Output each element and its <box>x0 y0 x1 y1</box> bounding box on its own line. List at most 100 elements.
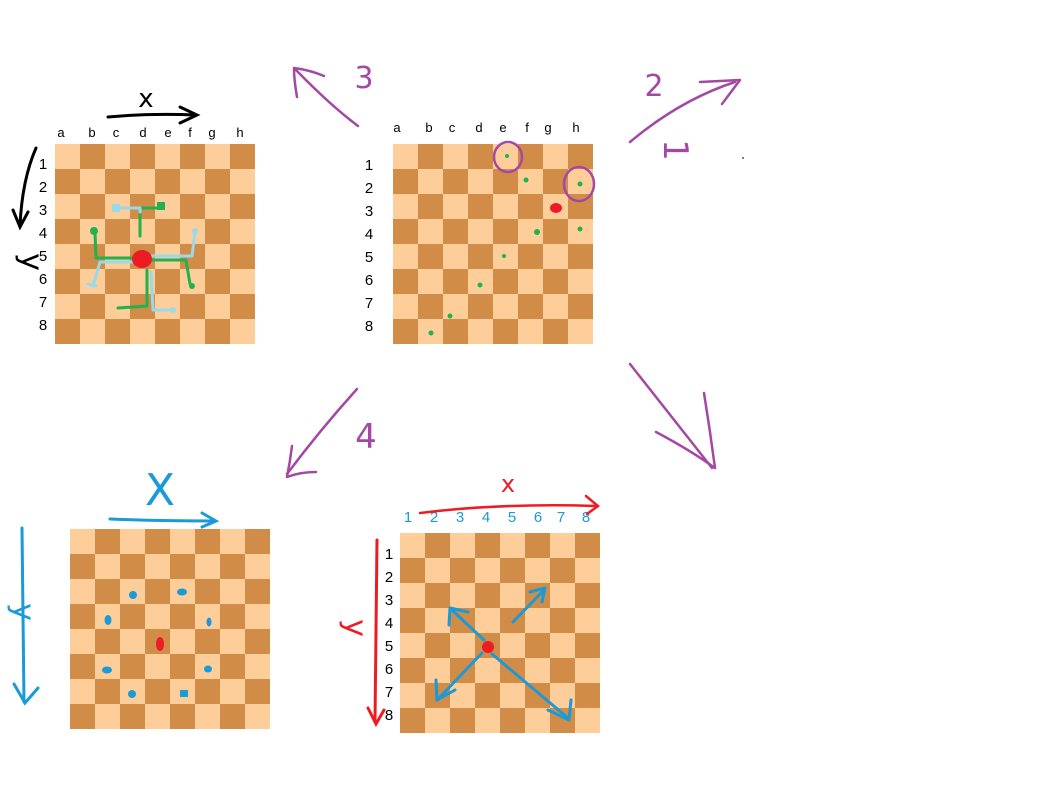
board-square <box>120 529 145 554</box>
origin-piece-marker <box>550 203 562 213</box>
board-square <box>245 629 270 654</box>
board-square <box>80 269 105 294</box>
rank-label: 3 <box>39 202 47 219</box>
file-label: f <box>525 120 529 135</box>
top-right-file-labels: a b c d e f g h <box>393 120 579 135</box>
board-square <box>493 269 518 294</box>
board-square <box>145 579 170 604</box>
file-label: f <box>188 125 192 140</box>
board-square <box>180 269 205 294</box>
rank-label: 6 <box>39 271 47 288</box>
board-square <box>500 708 525 733</box>
bottom-left-axes: X y <box>6 465 220 706</box>
board-square <box>245 654 270 679</box>
board-square <box>475 583 500 608</box>
board-square <box>500 633 525 658</box>
board-square <box>518 169 543 194</box>
board-square <box>105 144 130 169</box>
board-square <box>568 319 593 344</box>
y-axis-label: y <box>6 603 41 621</box>
board-square <box>180 144 205 169</box>
board-square <box>55 269 80 294</box>
board-square <box>525 633 550 658</box>
board-square <box>245 529 270 554</box>
x-axis-arrow <box>106 112 198 119</box>
origin-piece-marker <box>482 641 494 653</box>
board-square <box>425 558 450 583</box>
board-square <box>550 658 575 683</box>
flow-arrow-1 <box>628 362 714 470</box>
board-square <box>493 294 518 319</box>
board-square <box>568 144 593 169</box>
column-label: 1 <box>404 509 412 526</box>
board-square <box>55 294 80 319</box>
rank-label: 4 <box>365 226 373 243</box>
rank-label: 6 <box>385 661 393 678</box>
board-square <box>450 633 475 658</box>
board-square <box>475 608 500 633</box>
board-square <box>400 633 425 658</box>
board-square <box>245 679 270 704</box>
top-right-rank-labels: 1 2 3 4 5 6 7 8 <box>365 157 373 335</box>
board-square <box>205 244 230 269</box>
board-square <box>230 144 255 169</box>
flow-arrow-numbers: 1 2 3 4 <box>354 61 695 457</box>
board-square <box>105 219 130 244</box>
board-square <box>120 604 145 629</box>
board-square <box>55 319 80 344</box>
file-label: g <box>208 125 215 140</box>
board-square <box>525 608 550 633</box>
board-square <box>493 319 518 344</box>
y-axis-label: y <box>14 253 49 271</box>
board-square <box>105 319 130 344</box>
board-square <box>220 529 245 554</box>
board-square <box>80 319 105 344</box>
board-square <box>418 269 443 294</box>
board-square <box>220 704 245 729</box>
board-square <box>550 558 575 583</box>
board-square <box>170 554 195 579</box>
board-square <box>220 604 245 629</box>
board-square <box>475 683 500 708</box>
arrowhead-icon <box>654 391 717 470</box>
board-square <box>80 144 105 169</box>
board-square <box>155 269 180 294</box>
y-axis-arrow <box>373 538 379 724</box>
bottom-right-rank-labels: 1 2 3 4 5 6 7 8 <box>385 546 393 724</box>
board-square <box>393 219 418 244</box>
board-square <box>425 633 450 658</box>
rank-label: 7 <box>39 294 47 311</box>
rank-label: 2 <box>39 179 47 196</box>
board-square <box>230 244 255 269</box>
board-square <box>393 194 418 219</box>
board-square <box>120 554 145 579</box>
top-left-rank-labels: 1 2 3 4 5 6 7 8 <box>39 156 47 334</box>
board-square <box>568 294 593 319</box>
diagonal-marks-top-right <box>428 154 583 336</box>
rank-label: 1 <box>365 157 373 174</box>
board-square <box>145 654 170 679</box>
board-square <box>230 319 255 344</box>
arrowhead-icon <box>200 511 220 529</box>
circle-highlight <box>562 165 596 203</box>
board-square <box>70 554 95 579</box>
board-square <box>195 579 220 604</box>
board-square <box>575 558 600 583</box>
board-square <box>500 583 525 608</box>
file-label: a <box>57 125 65 140</box>
rank-label: 8 <box>39 317 47 334</box>
board-square <box>55 144 80 169</box>
board-square <box>543 319 568 344</box>
bottom-right-column-labels: 1 2 3 4 5 6 7 8 <box>404 509 590 526</box>
board-square <box>195 679 220 704</box>
arrowhead-icon <box>285 444 318 479</box>
board-square <box>550 608 575 633</box>
board-square <box>170 704 195 729</box>
board-square <box>155 294 180 319</box>
board-square <box>500 533 525 558</box>
board-square <box>443 194 468 219</box>
board-square <box>95 554 120 579</box>
board-square <box>393 319 418 344</box>
board-square <box>425 658 450 683</box>
board-square <box>575 608 600 633</box>
